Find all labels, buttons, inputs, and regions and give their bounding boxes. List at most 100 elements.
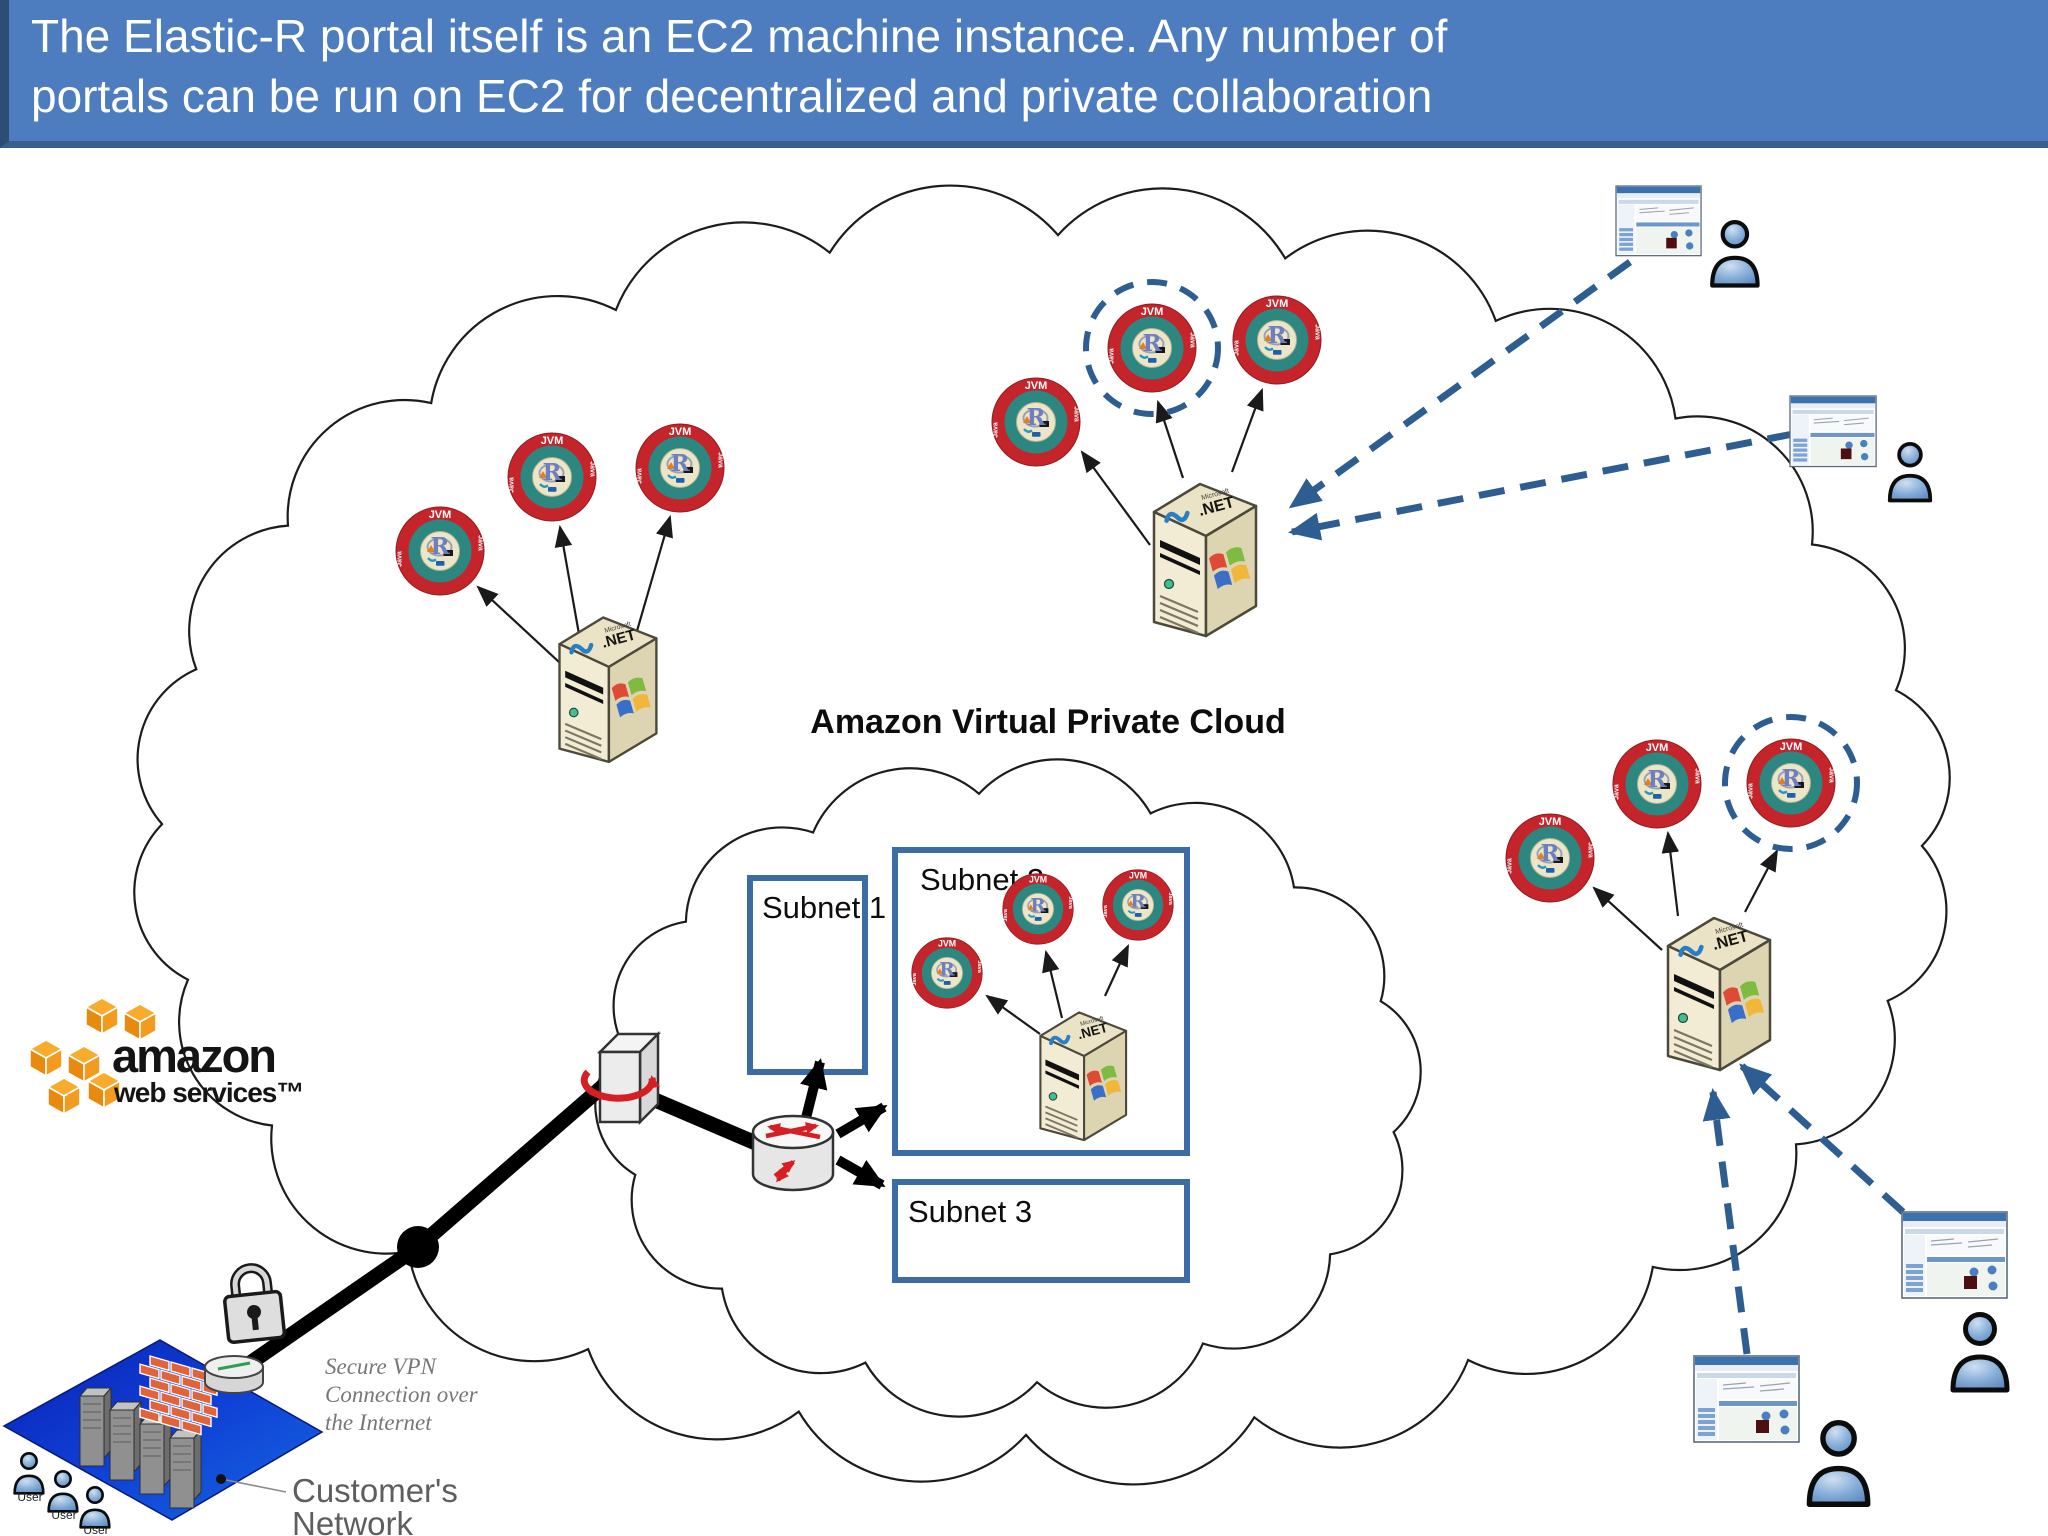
- portal-server-right: Microsoft .NET: [1668, 918, 1770, 1070]
- svg-text:JVM: JVM: [669, 426, 692, 438]
- svg-text:the Internet: the Internet: [325, 1410, 432, 1435]
- svg-text:Java: Java: [477, 535, 484, 551]
- arrow-to-subnet2: [835, 1102, 888, 1139]
- svg-text:Java: Java: [1748, 783, 1755, 799]
- firewall-bricks: [139, 1355, 218, 1436]
- customer-router: [204, 1355, 264, 1394]
- svg-text:JVM: JVM: [1029, 875, 1047, 885]
- svg-text:Java: Java: [1828, 767, 1835, 783]
- svg-text:Java: Java: [1614, 784, 1621, 800]
- svg-text:R: R: [1142, 330, 1162, 357]
- svg-text:Java: Java: [1314, 324, 1321, 340]
- customer-users: User User User: [13, 1451, 111, 1536]
- svg-text:Java: Java: [1103, 904, 1109, 917]
- portal-screenshot: [1789, 395, 1877, 468]
- svg-text:JVM: JVM: [1780, 741, 1803, 753]
- server-jvm-arrows: [476, 387, 1779, 1035]
- svg-text:Java: Java: [589, 461, 596, 477]
- svg-text:Network: Network: [292, 1505, 414, 1536]
- svg-text:R: R: [939, 959, 955, 980]
- svg-text:R: R: [1130, 891, 1146, 912]
- svg-text:Java: Java: [976, 960, 982, 973]
- svg-text:JVM: JVM: [1266, 298, 1289, 310]
- svg-text:Java: Java: [1234, 340, 1241, 356]
- highlight-ring: [1083, 279, 1221, 417]
- svg-text:Java: Java: [1167, 892, 1173, 905]
- svg-text:R: R: [1030, 895, 1046, 916]
- portal-server-left: Microsoft .NET: [560, 618, 657, 762]
- aws-logo-subword: web services™: [113, 1077, 303, 1108]
- title-line1: The Elastic-R portal itself is an EC2 ma…: [31, 10, 1448, 62]
- vpn-gateway: [580, 1030, 662, 1126]
- aws-logo: amazon web services™: [29, 997, 304, 1115]
- svg-text:Customer's: Customer's: [292, 1472, 458, 1509]
- svg-text:Java: Java: [397, 551, 404, 567]
- portal-server-top: Microsoft .NET: [1154, 484, 1256, 636]
- subnet1-box: [747, 875, 868, 1075]
- svg-text:JVM: JVM: [1646, 742, 1669, 754]
- svg-text:JVM: JVM: [1539, 816, 1562, 828]
- svg-text:Connection over: Connection over: [325, 1382, 479, 1407]
- svg-text:Java: Java: [993, 422, 1000, 438]
- svg-text:R: R: [1026, 404, 1046, 431]
- remote-user: [1809, 1423, 1867, 1505]
- portal-server-subnet2: Microsoft .NET: [1038, 1010, 1129, 1143]
- user-label: User: [83, 1523, 108, 1536]
- svg-text:R: R: [1540, 840, 1560, 867]
- customer-network-caption: Customer's Network: [216, 1472, 458, 1536]
- svg-text:R: R: [670, 450, 690, 477]
- svg-text:Java: Java: [1189, 332, 1196, 348]
- vpc-title: Amazon Virtual Private Cloud: [810, 703, 1285, 741]
- svg-text:Java: Java: [1073, 406, 1080, 422]
- svg-text:Java: Java: [912, 972, 918, 985]
- svg-text:JVM: JVM: [1129, 871, 1147, 881]
- rack-servers: [78, 1386, 203, 1509]
- router-cross-arrows: [765, 1122, 821, 1183]
- svg-text:Java: Java: [1003, 908, 1009, 921]
- svg-text:JVM: JVM: [938, 939, 956, 949]
- svg-text:Secure VPN: Secure VPN: [325, 1354, 438, 1379]
- svg-text:Java: Java: [1067, 896, 1073, 909]
- vpc-router: [751, 1114, 835, 1192]
- lock-icon: [223, 1263, 287, 1345]
- aws-logo-word: amazon: [112, 1029, 275, 1082]
- remote-user: [1953, 1315, 2007, 1391]
- secure-vpn-caption: Secure VPN Connection over the Internet: [325, 1354, 479, 1435]
- callout-dot: [216, 1474, 226, 1484]
- svg-text:Java: Java: [1507, 858, 1514, 874]
- svg-text:Java: Java: [1109, 348, 1116, 364]
- subnet1-label: Subnet 1: [762, 890, 886, 925]
- arrow-to-subnet3: [835, 1155, 886, 1190]
- title-line2: portals can be run on EC2 for decentrali…: [31, 70, 1433, 122]
- highlight-ring: [1722, 714, 1860, 852]
- portal-screenshot: [1615, 185, 1702, 257]
- user-portal-arrows: [1288, 259, 1906, 1355]
- svg-text:Java: Java: [509, 477, 516, 493]
- junction-dot: [397, 1226, 439, 1268]
- svg-text:R: R: [430, 533, 450, 560]
- gateway-ring-arrow: [580, 1069, 661, 1102]
- svg-text:R: R: [1647, 766, 1667, 793]
- subnet3-label: Subnet 3: [908, 1194, 1032, 1229]
- svg-text:R: R: [542, 459, 562, 486]
- svg-text:JVM: JVM: [1025, 380, 1048, 392]
- arrow-to-subnet1: [800, 1058, 828, 1120]
- remote-user: [1712, 222, 1757, 285]
- svg-text:JVM: JVM: [1141, 306, 1164, 318]
- svg-text:Java: Java: [1587, 842, 1594, 858]
- user-label: User: [17, 1490, 42, 1504]
